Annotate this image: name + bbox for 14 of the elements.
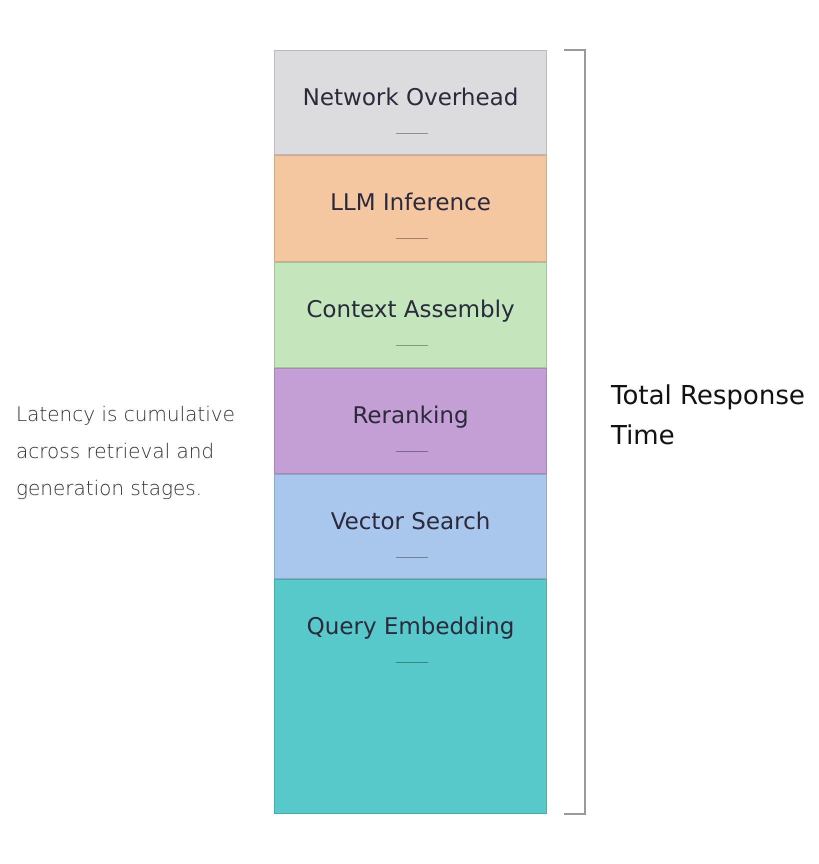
- segment-label: Reranking: [351, 403, 470, 429]
- stack-segment: [274, 368, 547, 474]
- stack-segment: [274, 50, 547, 155]
- stack-segment: [274, 474, 547, 579]
- segment-label: Context Assembly: [305, 297, 516, 323]
- segment-label: Query Embedding: [306, 614, 516, 640]
- stack-segment: [274, 579, 547, 814]
- bracket-label: Total Response Time: [611, 380, 806, 453]
- note-text: Latency is cumulative across retrieval and generation stages.: [16, 401, 236, 502]
- segment-label: LLM Inference: [329, 190, 492, 216]
- segment-label: Vector Search: [330, 509, 492, 535]
- segment-label: Network Overhead: [302, 85, 520, 111]
- stack-segment: [274, 155, 547, 262]
- stack-segment: [274, 262, 547, 368]
